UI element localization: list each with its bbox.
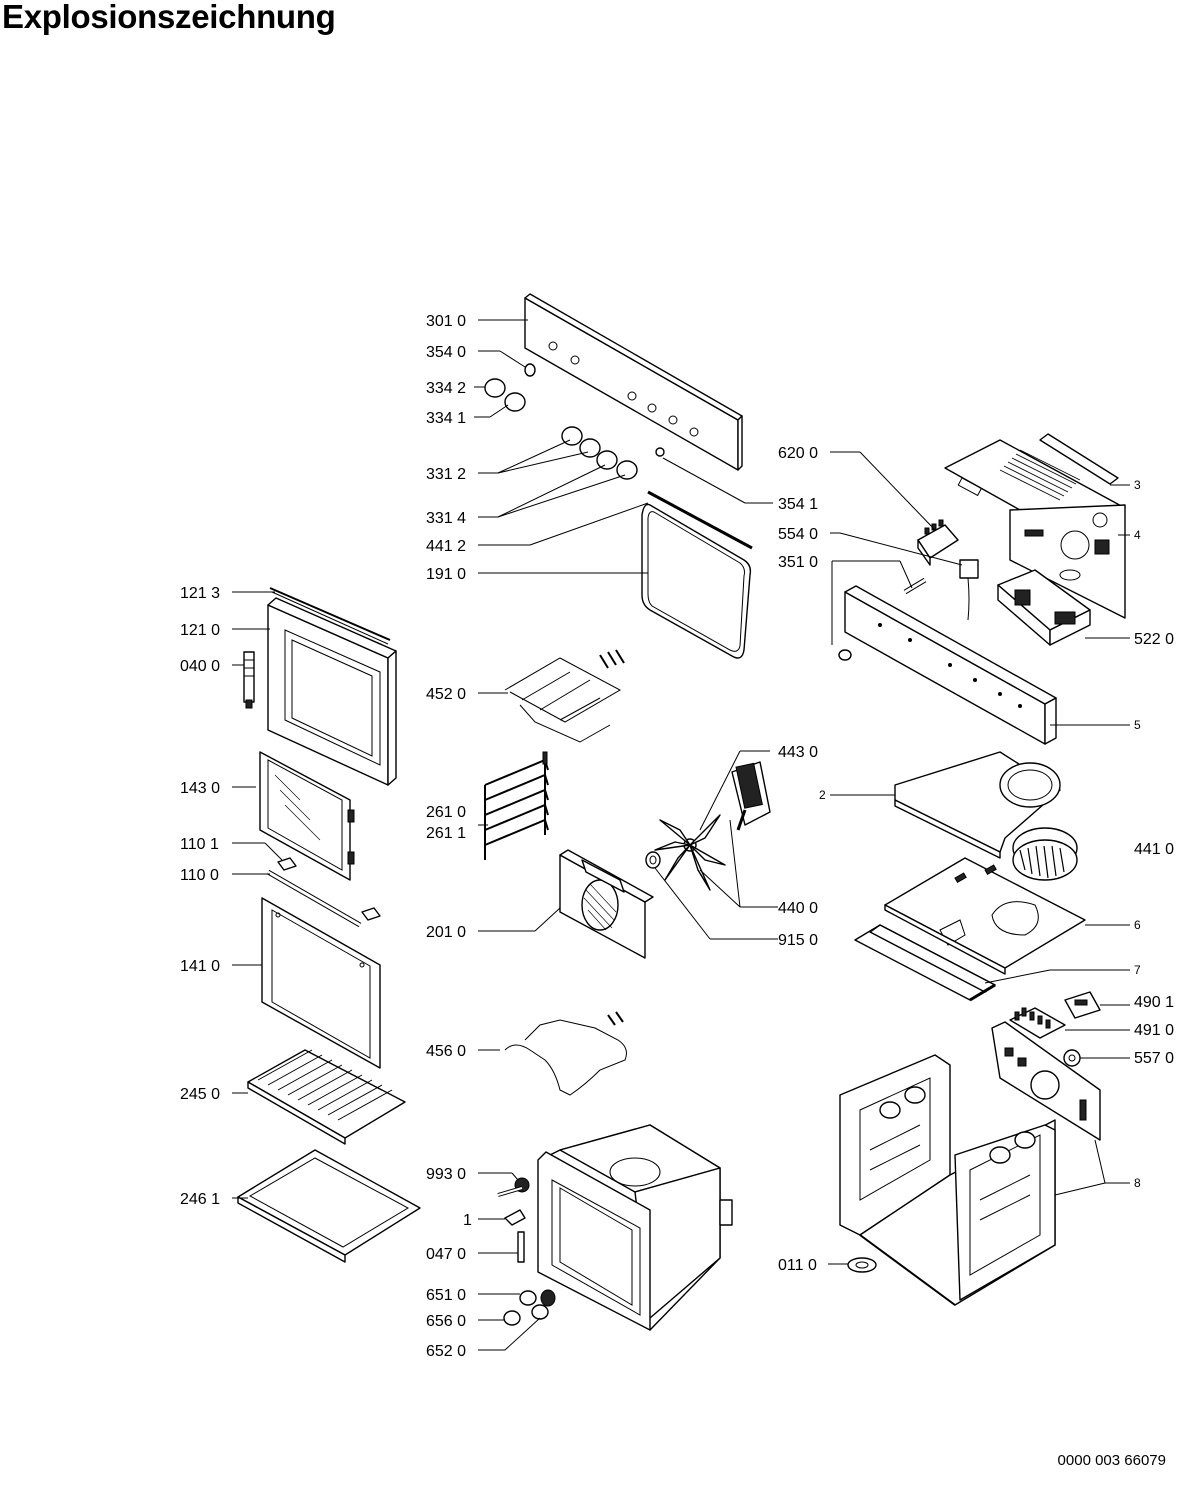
inner-glass-part (259, 751, 355, 881)
callout-040-0: 040 0 (180, 658, 220, 675)
callout-651-0: 651 0 (426, 1287, 466, 1304)
door-gasket-part (641, 503, 752, 659)
callout-110-1: 110 1 (180, 836, 219, 853)
callout-121-0: 121 0 (180, 622, 220, 639)
callout-4: 4 (1134, 528, 1141, 542)
callout-557-0: 557 0 (1134, 1050, 1174, 1067)
callout-441-2: 441 2 (426, 538, 466, 555)
terminal-cover-part (1064, 991, 1101, 1019)
page-title: Explosionszeichnung (2, 0, 336, 35)
callout-452-0: 452 0 (426, 686, 466, 703)
callout-331-4: 331 4 (426, 510, 466, 527)
hinge-part (243, 651, 255, 709)
back-panel-part (1009, 504, 1126, 619)
callout-141-0: 141 0 (180, 958, 220, 975)
callout-261-0: 261 0 (426, 804, 466, 821)
callout-993-0: 993 0 (426, 1166, 466, 1183)
callout-440-0: 440 0 (778, 900, 818, 917)
switch-block-part (917, 519, 959, 566)
callout-331-2: 331 2 (426, 466, 466, 483)
gasket-rod-part (647, 490, 753, 550)
callout-354-0: 354 0 (426, 344, 466, 361)
callout-656-0: 656 0 (426, 1313, 466, 1330)
thermal-switch-part (1063, 1049, 1081, 1067)
fan-wheel-part (654, 814, 726, 891)
callout-6: 6 (1134, 918, 1141, 932)
callout-8: 8 (1134, 1176, 1141, 1190)
callout-110-0: 110 0 (180, 867, 219, 884)
foot-part (847, 1257, 877, 1273)
rear-terminal-panel-part (991, 1021, 1101, 1141)
knob-cap-parts (484, 363, 665, 480)
top-insulation-part (894, 751, 1061, 859)
cooling-fan-part (997, 569, 1091, 646)
control-panel-part (524, 293, 743, 471)
callout-labels: 301 0 354 0 334 2 334 1 331 2 331 4 441 … (180, 313, 1174, 1360)
callout-490-1: 490 1 (1134, 994, 1174, 1011)
callout-301-0: 301 0 (426, 313, 466, 330)
callout-047-0: 047 0 (426, 1246, 466, 1263)
callout-3: 3 (1134, 478, 1141, 492)
callout-456-0: 456 0 (426, 1043, 466, 1060)
callout-245-0: 245 0 (180, 1086, 220, 1103)
shelf-support-parts (484, 751, 549, 860)
fan-nut-part (645, 851, 661, 869)
oven-housing-part (839, 1054, 1056, 1306)
thermostat-part (959, 559, 979, 621)
fan-motor-part (731, 761, 771, 831)
bottom-plate-part (884, 857, 1086, 975)
callout-2: 2 (819, 788, 826, 802)
callout-191-0: 191 0 (426, 566, 466, 583)
oven-cavity-part (537, 1124, 733, 1331)
outer-glass-part (261, 897, 381, 1069)
callout-334-1: 334 1 (426, 410, 466, 427)
callout-441-0: 441 0 (1134, 841, 1174, 858)
wire-rack-part (247, 1049, 406, 1145)
lower-heating-element-part (504, 1011, 627, 1096)
oven-door-frame-part (267, 587, 397, 786)
pin-part (903, 577, 927, 595)
upper-heating-element-part (504, 649, 625, 743)
small-parts-lower (497, 1177, 556, 1326)
front-bracket-part (838, 585, 1057, 745)
callout-491-0: 491 0 (1134, 1022, 1174, 1039)
door-spacer-parts (266, 857, 381, 928)
callout-1: 1 (463, 1212, 472, 1229)
terminal-block-part (1009, 1007, 1066, 1039)
callout-334-2: 334 2 (426, 380, 466, 397)
callout-5: 5 (1134, 718, 1141, 732)
callout-351-0: 351 0 (778, 554, 818, 571)
callout-7: 7 (1134, 963, 1141, 977)
rear-fan-part (1012, 827, 1078, 881)
callout-121-3: 121 3 (180, 585, 220, 602)
callout-915-0: 915 0 (778, 932, 818, 949)
document-number: 0000 003 66079 (1057, 1452, 1166, 1469)
callout-354-1: 354 1 (778, 496, 818, 513)
callout-261-1: 261 1 (426, 825, 466, 842)
callout-652-0: 652 0 (426, 1343, 466, 1360)
callout-201-0: 201 0 (426, 924, 466, 941)
callout-011-0: 011 0 (778, 1257, 817, 1274)
callout-443-0: 443 0 (778, 744, 818, 761)
callout-522-0: 522 0 (1134, 631, 1174, 648)
fan-cover-part (559, 849, 654, 959)
leader-lines (232, 319, 1130, 1351)
callout-620-0: 620 0 (778, 445, 818, 462)
callout-554-0: 554 0 (778, 526, 818, 543)
baking-tray-part (237, 1149, 421, 1263)
callout-246-1: 246 1 (180, 1191, 220, 1208)
front-strip-part (854, 924, 996, 1002)
callout-143-0: 143 0 (180, 780, 220, 797)
